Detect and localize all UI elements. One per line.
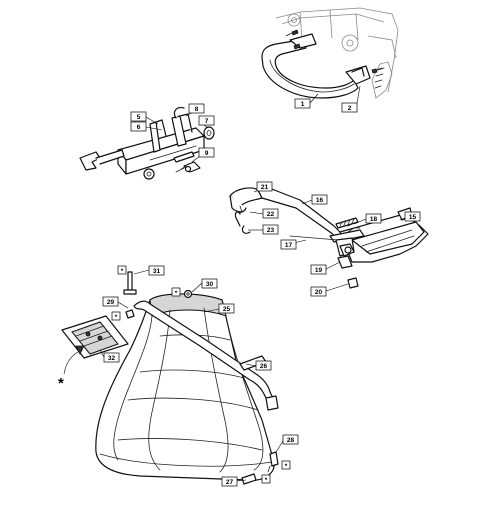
callout-23: 23 bbox=[262, 224, 279, 235]
svg-text:18: 18 bbox=[370, 216, 378, 223]
callout-19: 19 bbox=[310, 264, 327, 275]
callout-25: 25 bbox=[218, 303, 235, 314]
svg-text:28: 28 bbox=[287, 437, 295, 444]
dump-lever-assembly bbox=[229, 185, 429, 289]
svg-text:26: 26 bbox=[260, 363, 268, 370]
marker-star-27: * bbox=[261, 474, 271, 484]
svg-text:1: 1 bbox=[301, 101, 305, 108]
svg-text:32: 32 bbox=[108, 355, 116, 362]
svg-text:19: 19 bbox=[315, 267, 323, 274]
svg-text:17: 17 bbox=[285, 242, 293, 249]
marker-star-29: * bbox=[111, 311, 121, 321]
callout-5: 5 bbox=[130, 111, 147, 122]
svg-text:21: 21 bbox=[261, 184, 269, 191]
svg-text:15: 15 bbox=[409, 214, 417, 221]
callout-16: 16 bbox=[311, 194, 328, 205]
svg-text:*: * bbox=[121, 268, 124, 275]
svg-text:6: 6 bbox=[137, 124, 141, 131]
svg-text:23: 23 bbox=[267, 227, 275, 234]
svg-text:30: 30 bbox=[206, 281, 214, 288]
callout-8: 8 bbox=[188, 103, 205, 114]
callout-22: 22 bbox=[262, 208, 279, 219]
svg-text:27: 27 bbox=[226, 479, 234, 486]
hitch-bracket-assembly bbox=[79, 107, 215, 180]
marker-star-30: * bbox=[171, 287, 181, 297]
bumper-bolts bbox=[285, 29, 383, 74]
callout-20: 20 bbox=[310, 286, 327, 297]
svg-text:7: 7 bbox=[205, 118, 209, 125]
asterisk-note-marker: * bbox=[58, 375, 64, 392]
svg-text:20: 20 bbox=[315, 289, 323, 296]
callout-18: 18 bbox=[365, 213, 382, 224]
callout-30: 30 bbox=[201, 278, 218, 289]
callout-28: 28 bbox=[282, 434, 299, 445]
small-fasteners bbox=[123, 271, 279, 485]
svg-text:2: 2 bbox=[348, 105, 352, 112]
callout-32: 32 bbox=[103, 352, 120, 363]
grass-catcher-bag bbox=[95, 293, 275, 481]
callout-26: 26 bbox=[255, 360, 272, 371]
svg-text:31: 31 bbox=[153, 268, 161, 275]
tractor-rear-frame bbox=[275, 7, 399, 99]
callout-15: 15 bbox=[404, 211, 421, 222]
callout-29: 29 bbox=[102, 296, 119, 307]
marker-star-31: * bbox=[117, 265, 127, 275]
callout-27: 27 bbox=[221, 476, 238, 487]
callout-7: 7 bbox=[198, 115, 215, 126]
callout-1: 1 bbox=[294, 98, 311, 109]
callout-2: 2 bbox=[341, 102, 358, 113]
callout-9: 9 bbox=[198, 147, 215, 158]
svg-text:16: 16 bbox=[316, 197, 324, 204]
svg-text:*: * bbox=[115, 314, 118, 321]
svg-text:29: 29 bbox=[107, 299, 115, 306]
svg-text:*: * bbox=[285, 463, 288, 470]
svg-text:5: 5 bbox=[137, 114, 141, 121]
callout-21: 21 bbox=[256, 181, 273, 192]
svg-text:*: * bbox=[175, 290, 178, 297]
decal-sheet bbox=[61, 315, 129, 359]
svg-text:22: 22 bbox=[267, 211, 275, 218]
svg-text:8: 8 bbox=[195, 106, 199, 113]
callout-31: 31 bbox=[148, 265, 165, 276]
callout-17: 17 bbox=[280, 239, 297, 250]
star-pointer-arrow bbox=[63, 345, 85, 375]
marker-star-28: * bbox=[281, 460, 291, 470]
rear-bumper-bar bbox=[261, 33, 371, 99]
svg-text:9: 9 bbox=[205, 150, 209, 157]
svg-text:*: * bbox=[265, 477, 268, 484]
svg-text:25: 25 bbox=[223, 306, 231, 313]
callout-6: 6 bbox=[130, 121, 147, 132]
